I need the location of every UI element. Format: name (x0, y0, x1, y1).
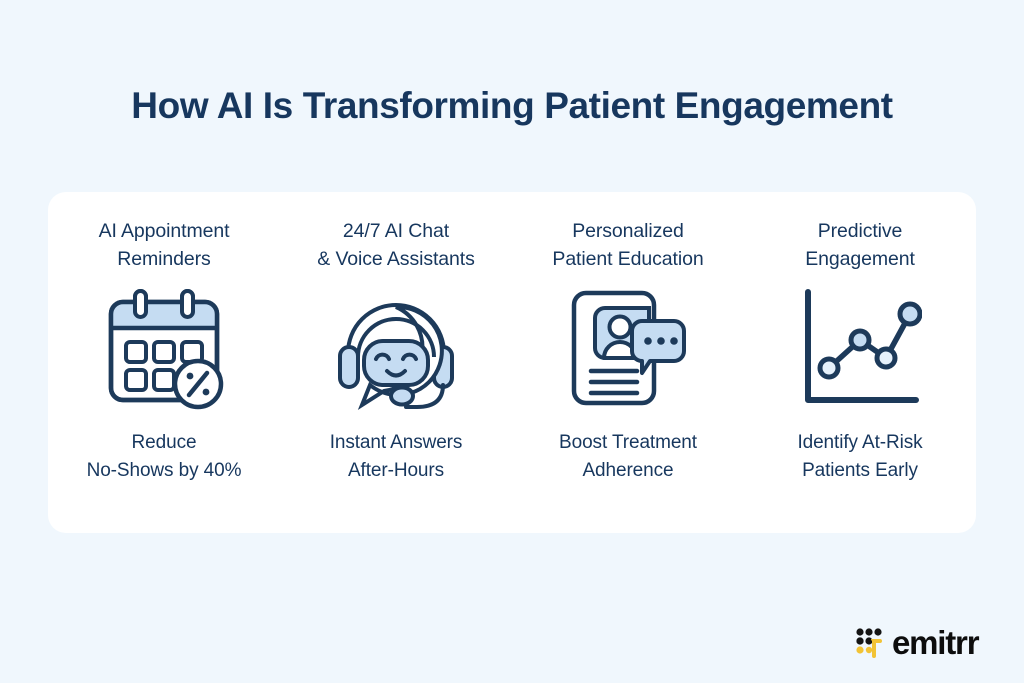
feature-card: AI Appointment Reminders (48, 192, 976, 533)
feature-caption: Boost Treatment Adherence (559, 432, 697, 481)
calendar-percent-icon (102, 279, 226, 419)
chatbot-headset-icon (332, 279, 460, 419)
patient-document-chat-icon (564, 279, 692, 419)
feature-column-predictive-engagement: Predictive Engagement Identify At-Risk P… (744, 192, 976, 533)
feature-caption: Instant Answers After-Hours (329, 432, 463, 481)
brand-logo[interactable]: emitrr (855, 624, 980, 661)
feature-heading: AI Appointment Reminders (98, 220, 230, 270)
feature-column-ai-appointment-reminders: AI Appointment Reminders (48, 192, 280, 533)
feature-caption: Identify At-Risk Patients Early (797, 432, 923, 481)
brand-wordmark: emitrr (892, 624, 980, 661)
page-title: How AI Is Transforming Patient Engagemen… (131, 85, 893, 126)
emitrr-dot-grid-logo (855, 627, 885, 659)
feature-column-ai-chat-voice-assistants: 24/7 AI Chat & Voice Assistants (280, 192, 512, 533)
feature-caption: Reduce No-Shows by 40% (86, 432, 242, 481)
line-chart-icon (798, 279, 922, 419)
feature-column-personalized-patient-education: Personalized Patient Education (512, 192, 744, 533)
feature-heading: Personalized Patient Education (552, 220, 704, 270)
feature-heading: Predictive Engagement (805, 220, 915, 270)
feature-heading: 24/7 AI Chat & Voice Assistants (317, 220, 475, 270)
